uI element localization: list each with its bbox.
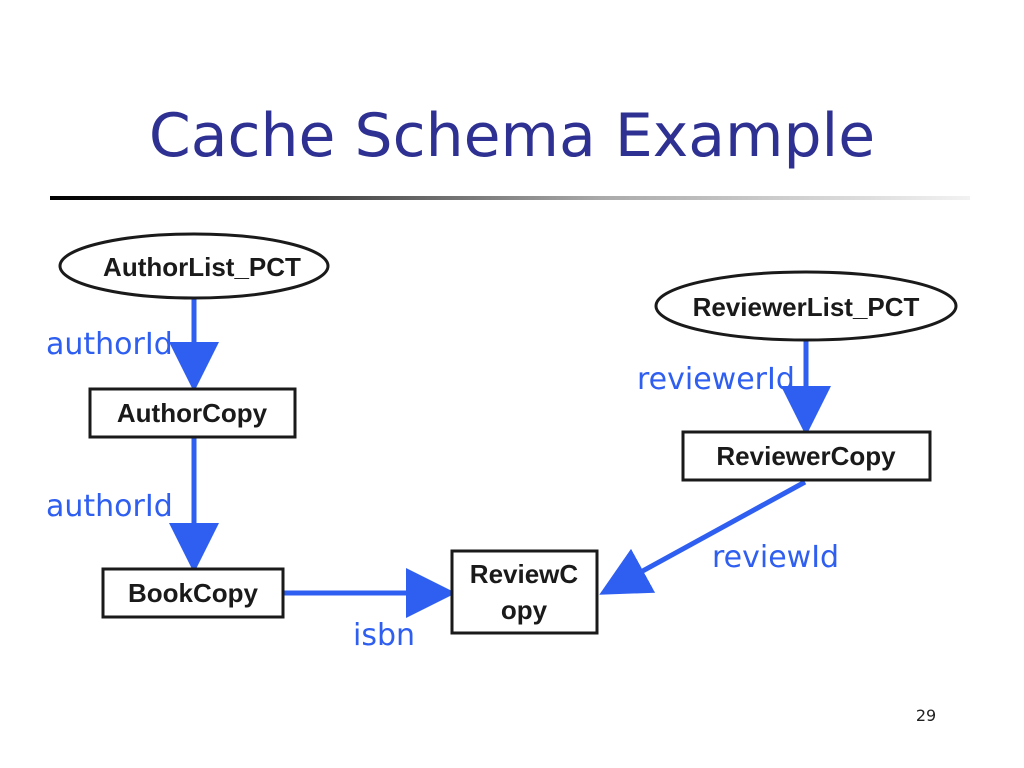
edge-label-authorid-1: authorId	[46, 327, 173, 362]
node-bookcopy-label: BookCopy	[128, 578, 259, 608]
title-divider	[50, 196, 970, 200]
node-reviewerlist-pct: ReviewerList_PCT	[654, 270, 958, 342]
node-reviewercopy-label: ReviewerCopy	[716, 441, 896, 471]
edge-label-authorid-2: authorId	[46, 489, 173, 524]
node-authorlist-pct-label: AuthorList_PCT	[103, 252, 301, 282]
node-reviewcopy-label-line2: opy	[501, 595, 548, 625]
node-reviewercopy: ReviewerCopy	[681, 430, 932, 482]
node-reviewerlist-pct-label: ReviewerList_PCT	[693, 292, 920, 322]
edge-label-reviewid: reviewId	[712, 540, 839, 575]
slide-title: Cache Schema Example	[148, 101, 876, 171]
node-authorcopy: AuthorCopy	[88, 387, 297, 439]
node-authorcopy-label: AuthorCopy	[117, 398, 268, 428]
edge-reviewercopy-reviewcopy	[599, 479, 807, 595]
edge-label-reviewerid: reviewerId	[637, 362, 795, 397]
page-number: 29	[915, 706, 937, 725]
node-authorlist-pct: AuthorList_PCT	[58, 232, 330, 300]
edge-label-isbn: isbn	[353, 618, 415, 653]
node-reviewcopy: ReviewC opy	[450, 549, 599, 635]
node-bookcopy: BookCopy	[101, 567, 285, 619]
node-reviewcopy-label-line1: ReviewC	[470, 559, 579, 589]
